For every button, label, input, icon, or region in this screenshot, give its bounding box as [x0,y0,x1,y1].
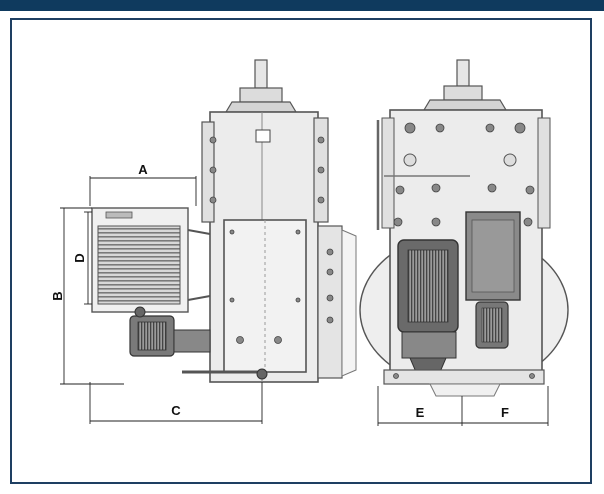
dim-label-b: B [50,291,65,300]
header-bar [0,0,604,11]
dim-label-a: A [138,162,148,177]
side-view [91,59,357,383]
front-view [359,59,569,397]
dim-label-e: E [416,405,425,420]
dim-label-d: D [72,253,87,262]
lower-housing [223,219,307,373]
dimension-lines [60,176,549,426]
input-shaft [254,59,268,89]
dim-label-f: F [501,405,509,420]
dim-label-c: C [171,403,181,418]
